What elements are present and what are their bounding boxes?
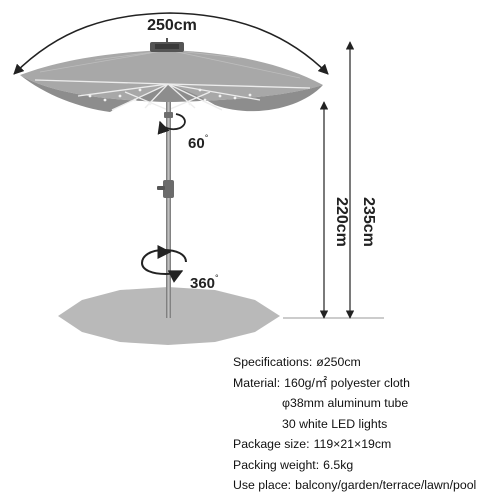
width-dimension-arrow	[13, 12, 329, 75]
spec-row-package-size: Package size: 119×21×19cm	[233, 434, 476, 455]
width-label: 250cm	[147, 17, 197, 34]
spec-key: Package size:	[233, 437, 310, 451]
spec-row-lights: 30 white LED lights	[233, 414, 476, 435]
spec-row-packing-weight: Packing weight: 6.5kg	[233, 455, 476, 476]
spec-value: balcony/garden/terrace/lawn/pool	[295, 478, 477, 492]
crank-handle	[157, 180, 174, 198]
spec-row-specifications: Specifications: ø250cm	[233, 352, 476, 373]
canopy-top	[20, 50, 323, 102]
umbrella-pole	[166, 102, 171, 318]
canopy-underside	[20, 75, 323, 112]
spec-row-material: Material: 160g/㎡ polyester cloth	[233, 373, 476, 394]
specifications-list: Specifications: ø250cm Material: 160g/㎡ …	[233, 352, 476, 496]
spec-value: 160g/㎡ polyester cloth	[284, 375, 410, 390]
total-height-label: 235cm	[360, 197, 377, 247]
spec-value: φ38mm aluminum tube	[282, 396, 409, 410]
spec-row-use-place: Use place: balcony/garden/terrace/lawn/p…	[233, 475, 476, 496]
spec-value: ø250cm	[316, 355, 361, 369]
spec-key: Packing weight:	[233, 457, 320, 472]
pole-height-label: 220cm	[333, 197, 350, 247]
spec-value: 119×21×19cm	[313, 437, 392, 451]
tilt-angle-label: 60°	[188, 133, 209, 152]
tilt-collar	[164, 112, 173, 118]
spec-key: Material:	[233, 375, 281, 390]
tilt-arrow-icon	[157, 113, 186, 135]
rotation-angle-label: 360°	[190, 273, 219, 292]
canopy	[20, 38, 323, 112]
spec-value: 30 white LED lights	[282, 416, 388, 431]
spec-value: 6.5kg	[323, 457, 354, 472]
spec-key: Use place:	[233, 478, 292, 492]
spec-key: Specifications:	[233, 355, 313, 369]
led-lights	[88, 88, 252, 106]
spec-row-tube: φ38mm aluminum tube	[233, 393, 476, 414]
rotation-arrow-icon	[140, 248, 187, 283]
